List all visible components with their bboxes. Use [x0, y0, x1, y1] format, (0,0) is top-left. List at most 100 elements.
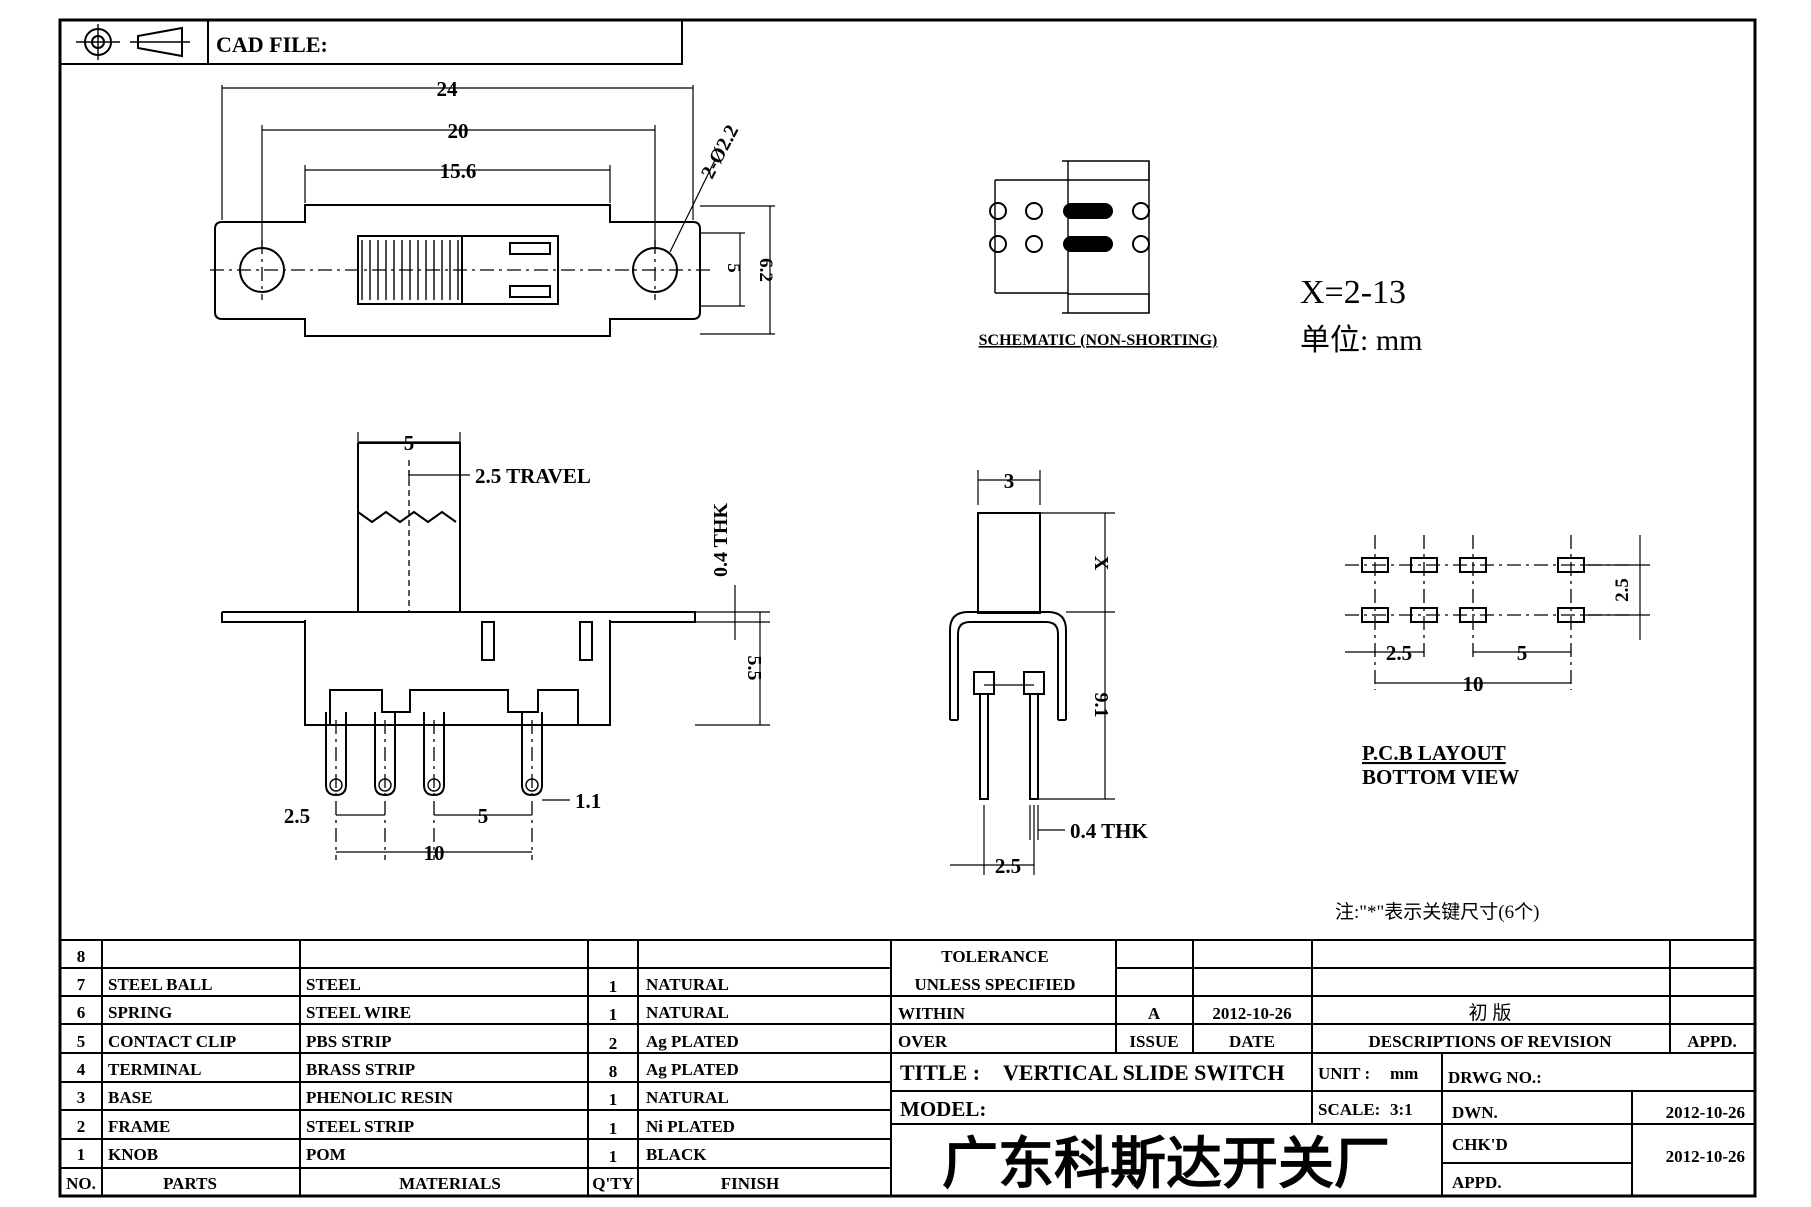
svg-text:NATURAL: NATURAL: [646, 1003, 729, 1022]
bom-row: 8: [77, 947, 86, 966]
svg-text:BLACK: BLACK: [646, 1145, 707, 1164]
bom-row: 1 KNOB POM 1 BLACK: [77, 1145, 707, 1166]
unit-value: mm: [1390, 1064, 1418, 1083]
svg-text:STEEL WIRE: STEEL WIRE: [306, 1003, 411, 1022]
side-view: 3 X 9.1 0.4 THK 2.5: [949, 469, 1148, 878]
svg-text:5: 5: [77, 1032, 86, 1051]
projection-symbol-icon: [76, 24, 190, 60]
title-block: TOLERANCE UNLESS SPECIFIED WITHIN OVER A…: [891, 940, 1755, 1196]
pcb-dim-row-pitch: 2.5: [1612, 578, 1633, 602]
appd2-label: APPD.: [1452, 1173, 1502, 1192]
over-label: OVER: [898, 1032, 948, 1051]
front-view: 5 2.5 TRAVEL 0.4 THK 5.5 2.5 5 10 1.1: [221, 431, 770, 865]
bom-table: 8 7 STEEL BALL STEEL 1 NATURAL 6 SPRING …: [60, 939, 1755, 1196]
svg-text:1: 1: [609, 1147, 618, 1166]
bom-row: 2 FRAME STEEL STRIP 1 Ni PLATED: [77, 1117, 735, 1138]
dim-travel: 2.5 TRAVEL: [475, 464, 591, 488]
scale-value: 3:1: [1390, 1100, 1413, 1119]
within-label: WITHIN: [898, 1004, 966, 1023]
chkd-label: CHK'D: [1452, 1135, 1508, 1154]
revision-issue: A: [1148, 1004, 1161, 1023]
revision-description: 初 版: [1469, 1002, 1512, 1024]
schematic-label: SCHEMATIC (NON-SHORTING): [979, 332, 1218, 349]
bom-row: 5 CONTACT CLIP PBS STRIP 2 Ag PLATED: [77, 1032, 739, 1053]
pcb-layout: 2.5 2.5 5 10 P.C.B LAYOUT BOTTOM VIEW: [1345, 535, 1650, 789]
svg-text:8: 8: [77, 947, 86, 966]
svg-text:NATURAL: NATURAL: [646, 975, 729, 994]
svg-text:1: 1: [77, 1145, 86, 1164]
svg-text:4: 4: [77, 1060, 86, 1079]
title-label: TITLE :: [900, 1060, 980, 1085]
dim-holes: 2-Ø2.2: [697, 121, 743, 182]
pcb-subtitle: BOTTOM VIEW: [1362, 765, 1519, 789]
dim-side-knob-width: 3: [1004, 469, 1015, 493]
svg-text:KNOB: KNOB: [108, 1145, 158, 1164]
svg-text:POM: POM: [306, 1145, 346, 1164]
svg-text:STEEL BALL: STEEL BALL: [108, 975, 212, 994]
svg-text:NO.: NO.: [66, 1174, 96, 1193]
dim-front-thk: 0.4 THK: [710, 503, 732, 578]
dim-overall: 24: [437, 77, 459, 101]
svg-text:7: 7: [77, 975, 86, 994]
bom-row: 7 STEEL BALL STEEL 1 NATURAL: [77, 975, 729, 996]
svg-text:SPRING: SPRING: [108, 1003, 172, 1022]
unless-specified-label: UNLESS SPECIFIED: [914, 975, 1075, 994]
dim-pin-pitch-a: 2.5: [284, 804, 310, 828]
top-view: 24 20 15.6 2-Ø2.2 5 6.2: [210, 77, 776, 337]
knob-ridges: [361, 240, 459, 300]
svg-text:1: 1: [609, 977, 618, 996]
schematic: SCHEMATIC (NON-SHORTING): [979, 160, 1218, 349]
svg-text:2: 2: [609, 1034, 618, 1053]
revision-date: 2012-10-26: [1212, 1004, 1291, 1023]
svg-text:8: 8: [609, 1062, 618, 1081]
model-label: MODEL:: [900, 1097, 986, 1121]
pcb-title: P.C.B LAYOUT: [1362, 741, 1506, 765]
svg-text:6: 6: [77, 1003, 86, 1022]
appd-label: APPD.: [1687, 1032, 1737, 1051]
svg-text:NATURAL: NATURAL: [646, 1088, 729, 1107]
svg-text:PBS STRIP: PBS STRIP: [306, 1032, 392, 1051]
issue-label: ISSUE: [1129, 1032, 1178, 1051]
svg-text:STEEL STRIP: STEEL STRIP: [306, 1117, 414, 1136]
bom-row: 3 BASE PHENOLIC RESIN 1 NATURAL: [77, 1088, 729, 1109]
dim-hole-pitch: 20: [448, 119, 469, 143]
svg-text:Ni PLATED: Ni PLATED: [646, 1117, 735, 1136]
dim-side-height: 9.1: [1090, 693, 1112, 718]
svg-text:TERMINAL: TERMINAL: [108, 1060, 202, 1079]
key-dimension-note: 注:"*"表示关键尺寸(6个): [1335, 901, 1539, 923]
svg-text:BRASS STRIP: BRASS STRIP: [306, 1060, 415, 1079]
dim-height: 5: [723, 263, 744, 273]
svg-text:PHENOLIC RESIN: PHENOLIC RESIN: [306, 1088, 454, 1107]
dwn-date: 2012-10-26: [1666, 1103, 1745, 1122]
descriptions-label: DESCRIPTIONS OF REVISION: [1368, 1032, 1612, 1051]
x-range-note: X=2-13: [1300, 274, 1406, 311]
svg-text:STEEL: STEEL: [306, 975, 361, 994]
dim-pin-span: 10: [424, 841, 445, 865]
svg-text:FRAME: FRAME: [108, 1117, 170, 1136]
title-value: VERTICAL SLIDE SWITCH: [1003, 1060, 1285, 1085]
scale-label: SCALE:: [1318, 1100, 1380, 1119]
svg-text:MATERIALS: MATERIALS: [399, 1174, 501, 1193]
company-name: 广东科斯达开关厂: [942, 1134, 1390, 1196]
svg-text:Ag PLATED: Ag PLATED: [646, 1060, 739, 1079]
svg-text:1: 1: [609, 1005, 618, 1024]
dim-side-pitch: 2.5: [995, 854, 1021, 878]
pcb-dim-span: 10: [1463, 672, 1484, 696]
tolerance-label: TOLERANCE: [941, 947, 1048, 966]
drwg-no-label: DRWG NO.:: [1448, 1068, 1542, 1087]
dim-pin-pitch-b: 5: [478, 804, 489, 828]
dim-body: 15.6: [440, 159, 477, 183]
cad-file-label: CAD FILE:: [216, 32, 328, 57]
header-box: CAD FILE:: [60, 20, 683, 65]
chkd-date: 2012-10-26: [1666, 1147, 1745, 1166]
svg-text:BASE: BASE: [108, 1088, 152, 1107]
dim-flange: 6.2: [755, 258, 776, 282]
dim-body-height: 5.5: [743, 656, 765, 681]
svg-text:CONTACT CLIP: CONTACT CLIP: [108, 1032, 236, 1051]
svg-text:FINISH: FINISH: [721, 1174, 780, 1193]
pcb-dim-pitch-a: 2.5: [1386, 641, 1412, 665]
dim-knob-width: 5: [404, 431, 415, 455]
svg-text:2: 2: [77, 1117, 86, 1136]
unit-label: UNIT :: [1318, 1064, 1370, 1083]
